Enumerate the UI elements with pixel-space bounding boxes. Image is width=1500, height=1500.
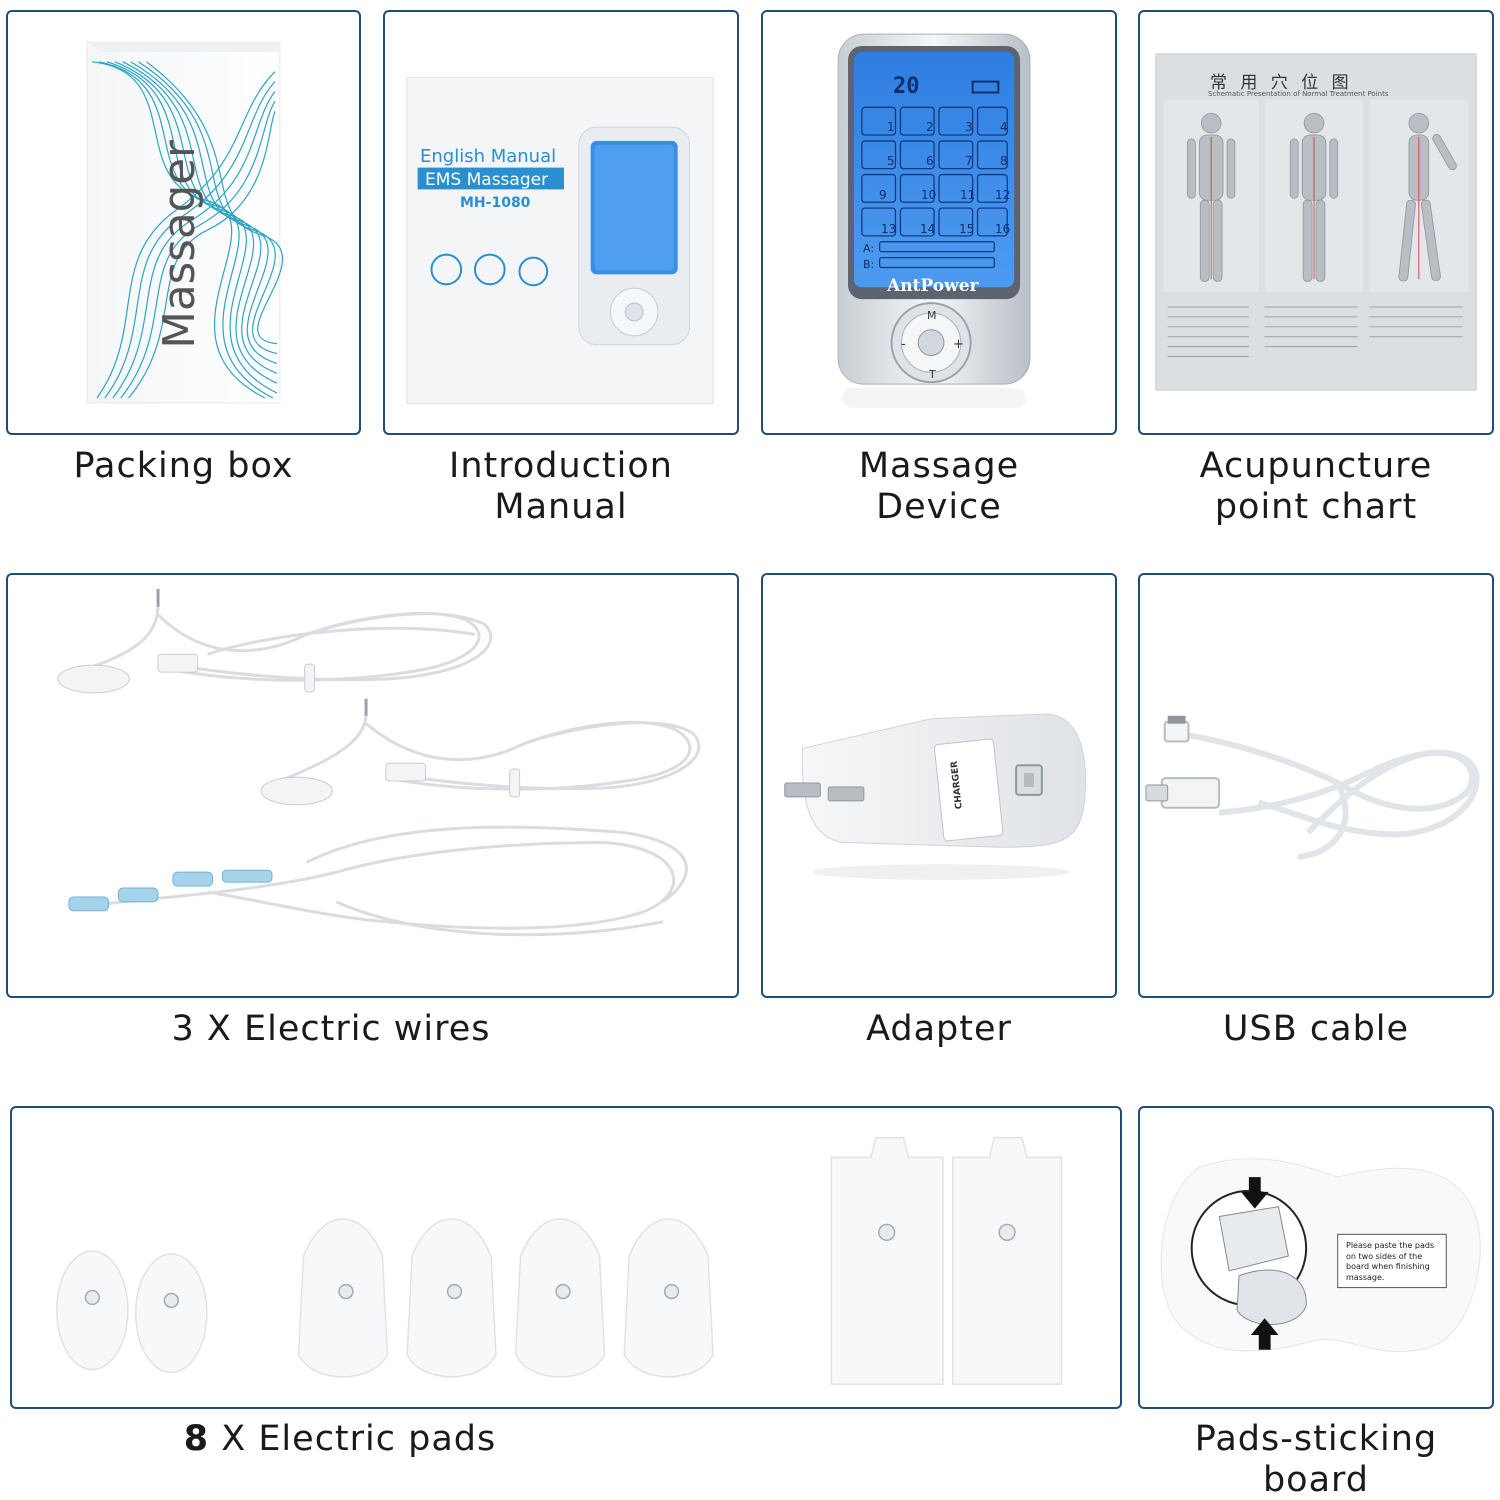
adapter-caption: Adapter [866,1009,1012,1049]
device-image [837,33,1031,408]
device-mode-grid: 1 2 3 4 5 6 7 8 9 10 11 12 13 14 15 16 [863,108,1010,238]
device-button-minus: - [901,337,906,352]
device-button-plus: + [953,337,964,352]
mode-7: 7 [965,154,973,168]
manual-caption: Introduction Manual [449,446,673,527]
mode-8: 8 [1000,154,1008,168]
manual-image [406,77,714,405]
mode-5: 5 [887,154,895,168]
device-screen-time: 20 [893,74,920,99]
pads-caption: 8 X Electric pads [10,1419,670,1460]
mode-6: 6 [926,154,934,168]
mode-9: 9 [879,188,887,202]
packing-box-caption: Packing box [73,446,294,486]
device-card: 20 1 2 3 4 5 6 7 8 9 10 11 12 13 14 15 1… [761,10,1117,435]
adapter-image [784,713,1087,880]
mode-12: 12 [995,188,1011,202]
mode-14: 14 [920,222,936,236]
adapter-card: CHARGER [761,573,1117,998]
chart-title-en: Schematic Presentation of Normal Treatme… [1208,90,1389,98]
device-channel-a: A: [863,242,875,255]
mode-13: 13 [881,222,897,236]
pads-card [10,1106,1122,1409]
mode-16: 16 [995,222,1011,236]
board-note: Please paste the pads on two sides of th… [1346,1241,1435,1282]
mode-4: 4 [1000,120,1008,134]
acupuncture-chart-image [1155,53,1477,391]
chart-card: 常 用 穴 位 图 Schematic Presentation of Norm… [1138,10,1494,435]
packing-box-image: Massager [86,41,284,404]
device-button-m: M [927,309,937,322]
device-caption: Massage Device [858,446,1020,527]
mode-1: 1 [887,120,895,134]
mode-3: 3 [965,120,973,134]
manual-subtitle: EMS Massager [425,170,549,190]
electric-pads-image [56,1136,1063,1386]
manual-title: English Manual [420,146,557,167]
usb-card [1138,573,1494,998]
usb-caption: USB cable [1222,1009,1410,1049]
board-caption: Pads-sticking board [1194,1419,1438,1500]
chart-title-cn: 常 用 穴 位 图 [1210,73,1353,93]
board-card: Please paste the pads on two sides of th… [1138,1106,1494,1409]
wires-count: 3 [171,1009,195,1049]
usb-cable-image [1145,715,1480,861]
pads-count: 8 [183,1419,210,1459]
pads-caption-text: X Electric pads [209,1419,497,1459]
wires-card [6,573,739,998]
device-channel-b: B: [863,258,875,271]
mode-2: 2 [926,120,934,134]
wires-caption: 3 X Electric wires [6,1009,656,1050]
device-brand: AntPower [887,276,979,296]
box-brand-text: Massager [155,140,205,349]
mode-11: 11 [960,188,976,202]
mode-10: 10 [921,188,937,202]
electric-wires-image [57,588,701,937]
packing-box-card: Massager [6,10,361,435]
manual-card: English Manual EMS Massager MH-1080 [383,10,739,435]
wires-caption-text: X Electric wires [206,1009,491,1049]
manual-model: MH-1080 [460,195,531,211]
mode-15: 15 [959,222,975,236]
pads-sticking-board-image [1160,1158,1481,1353]
device-button-t: T [929,368,936,381]
chart-caption: Acupuncture point chart [1199,446,1433,527]
